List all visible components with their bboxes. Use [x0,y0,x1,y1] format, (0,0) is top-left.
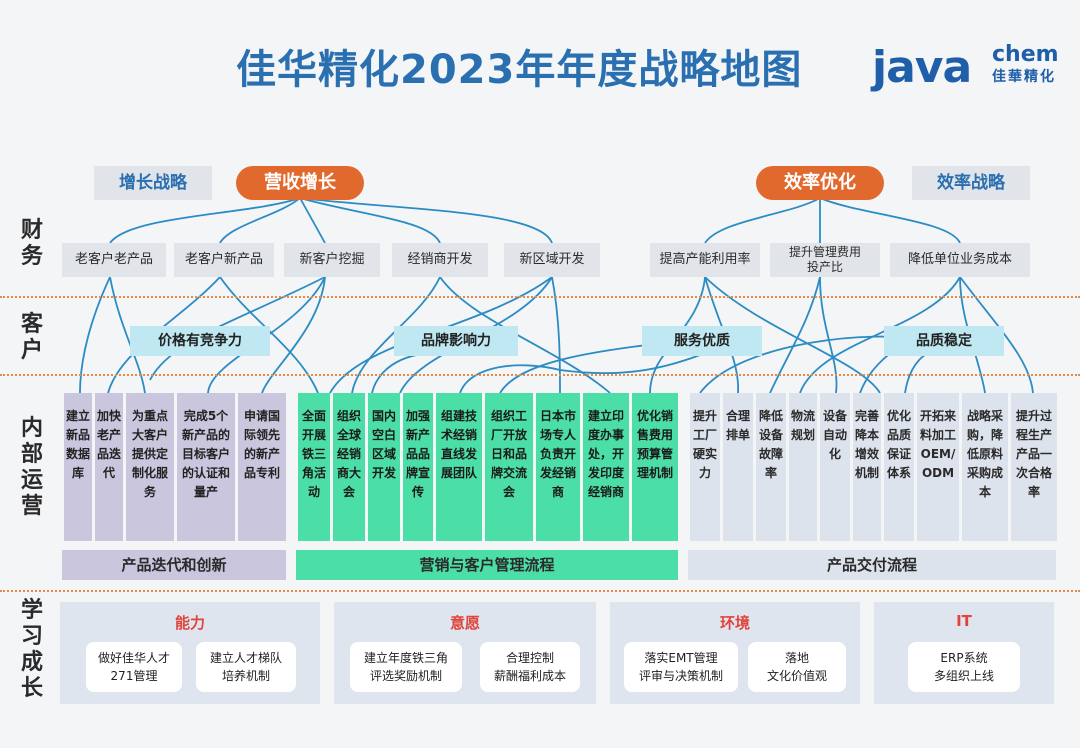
logo-chem: chem [992,42,1059,67]
customer-item: 品牌影响力 [394,326,518,356]
learning-item: 做好佳华人才 271管理 [86,642,182,692]
ops-item: 建立新品数据库 [64,393,92,541]
process-bar: 营销与客户管理流程 [296,550,678,580]
efficiency-strategy-label: 效率战略 [912,166,1030,200]
learning-item: 建立人才梯队 培养机制 [196,642,296,692]
ops-item: 设备自动化 [820,393,850,541]
ops-item: 国内空白区域开发 [368,393,400,541]
customer-item: 服务优质 [642,326,762,356]
finance-item: 提升管理费用 投产比 [770,243,880,277]
ops-item: 开拓来料加工OEM/ODM [917,393,959,541]
ops-item: 建立印度办事处，开发印度经销商 [583,393,629,541]
ops-item: 降低设备故障率 [756,393,786,541]
ops-item: 完善降本增效机制 [853,393,881,541]
panel-title: 意愿 [449,614,480,632]
panel-title: 能力 [174,614,205,632]
process-bar: 产品交付流程 [688,550,1056,580]
ops-item: 为重点大客户提供定制化服务 [126,393,174,541]
efficiency-goal: 效率优化 [756,166,884,200]
ops-item: 日本市场专人负责开发经销商 [536,393,580,541]
ops-item: 物流规划 [789,393,817,541]
learning-item: 建立年度铁三角 评选奖励机制 [350,642,462,692]
ops-item: 战略采购，降低原料采购成本 [962,393,1008,541]
growth-strategy-label: 增长战略 [94,166,212,200]
ops-item: 组建技术经销直线发展团队 [436,393,482,541]
learning-item: 落地 文化价值观 [748,642,846,692]
ops-item: 全面开展铁三角活动 [298,393,330,541]
ops-item: 优化销售费用预算管理机制 [632,393,678,541]
finance-item: 降低单位业务成本 [890,243,1030,277]
ops-item: 合理排单 [723,393,753,541]
learning-panel-it: IT ERP系统 多组织上线 [874,602,1054,704]
logo-java: java [872,42,972,93]
revenue-growth-goal: 营收增长 [236,166,364,200]
learning-item: ERP系统 多组织上线 [908,642,1020,692]
ops-item: 完成5个新产品的目标客户的认证和量产 [177,393,235,541]
row-label-finance: 财务 [20,218,43,269]
finance-item: 提高产能利用率 [650,243,760,277]
ops-item: 组织工厂开放日和品牌交流会 [485,393,533,541]
finance-item: 经销商开发 [392,243,488,277]
learning-panel-willingness: 意愿 建立年度铁三角 评选奖励机制 合理控制 薪酬福利成本 [334,602,596,704]
customer-item: 品质稳定 [884,326,1004,356]
divider [0,374,1080,376]
finance-item: 老客户老产品 [62,243,166,277]
finance-item: 老客户新产品 [174,243,274,277]
learning-panel-environment: 环境 落实EMT管理 评审与决策机制 落地 文化价值观 [610,602,860,704]
company-logo: java chem 佳華精化 [872,42,1062,93]
ops-item: 组织全球经销商大会 [333,393,365,541]
panel-title: 环境 [719,614,750,632]
learning-item: 落实EMT管理 评审与决策机制 [624,642,738,692]
finance-item: 新区域开发 [504,243,600,277]
divider [0,590,1080,592]
divider [0,296,1080,298]
process-bar: 产品迭代和创新 [62,550,286,580]
row-label-operations: 内部运营 [20,416,43,519]
row-label-customer: 客户 [20,312,43,363]
panel-title: IT [956,612,972,630]
row-label-learning: 学习成长 [20,598,43,701]
ops-item: 提升工厂硬实力 [690,393,720,541]
ops-item: 申请国际领先的新产品专利 [238,393,286,541]
learning-item: 合理控制 薪酬福利成本 [480,642,580,692]
ops-item: 提升过程生产产品一次合格率 [1011,393,1057,541]
learning-panel-ability: 能力 做好佳华人才 271管理 建立人才梯队 培养机制 [60,602,320,704]
customer-item: 价格有竞争力 [130,326,270,356]
page-title: 佳华精化2023年年度战略地图 [236,47,803,93]
ops-item: 加快老产品迭代 [95,393,123,541]
ops-item: 优化品质保证体系 [884,393,914,541]
logo-cn: 佳華精化 [992,69,1056,85]
ops-item: 加强新产品品牌宣传 [403,393,433,541]
finance-item: 新客户挖掘 [284,243,380,277]
